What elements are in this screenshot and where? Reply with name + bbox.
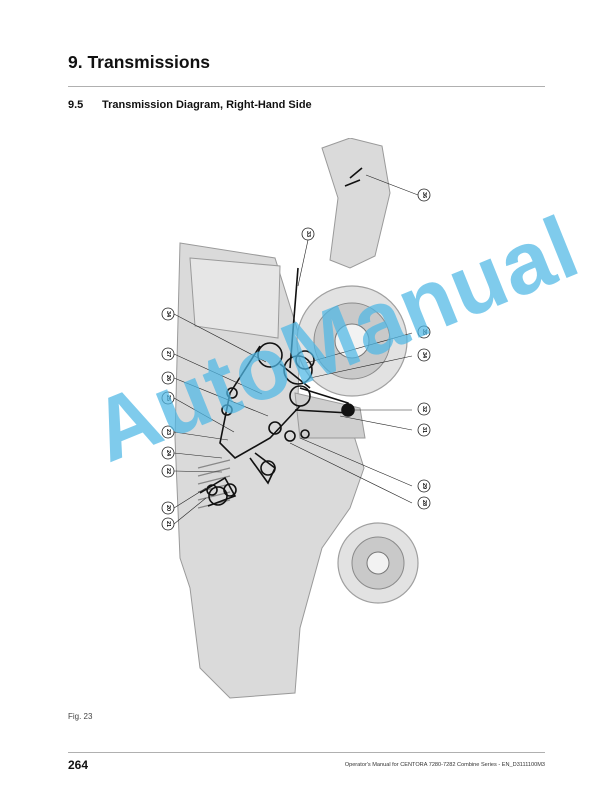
callout-label: 33	[305, 231, 311, 237]
front-wheel	[296, 285, 408, 397]
callout-label: 36	[421, 192, 427, 198]
callout-label: 34	[165, 311, 171, 318]
callout-label: 26	[165, 375, 171, 381]
chapter-title: 9. Transmissions	[68, 52, 211, 72]
callout-33: 33	[301, 227, 315, 241]
callout-27: 27	[161, 347, 175, 361]
callout-20: 20	[161, 501, 175, 515]
callout-24: 24	[161, 446, 175, 460]
callout-label: 20	[165, 505, 171, 511]
callout-layer: 36 33 34 35 34 27 26 25 23 24 22 20 21 32 31 29 28	[161, 188, 431, 531]
callout-label: 22	[165, 468, 171, 474]
page-number: 264	[68, 758, 89, 772]
callout-label: 27	[165, 351, 171, 357]
machine-body	[174, 138, 391, 699]
callout-31: 31	[417, 423, 431, 437]
callout-23: 23	[161, 425, 175, 439]
callout-32: 32	[417, 402, 431, 416]
callout-25: 25	[161, 391, 175, 405]
rear-wheel	[337, 522, 419, 604]
callout-26: 26	[161, 371, 175, 385]
callout-label: 35	[421, 329, 427, 335]
callout-label: 28	[421, 500, 427, 506]
callout-label: 34	[421, 352, 427, 359]
callout-28: 28	[417, 496, 431, 510]
transmission-diagram: 36 33 34 35 34 27 26 25 23 24 22 20 21 32 31 29 28	[161, 138, 431, 699]
callout-34: 34	[417, 348, 431, 362]
callout-34: 34	[161, 307, 175, 321]
section-number: 9.5	[68, 99, 84, 111]
footer-rule	[68, 752, 545, 753]
callout-36: 36	[417, 188, 431, 202]
callout-label: 32	[421, 406, 427, 412]
belt-drives	[199, 167, 363, 507]
callout-35: 35	[417, 325, 431, 339]
section-title: Transmission Diagram, Right-Hand Side	[102, 99, 312, 111]
figure-label: Fig. 23	[68, 712, 93, 721]
callout-leaders	[173, 174, 419, 525]
callout-29: 29	[417, 479, 431, 493]
callout-label: 24	[165, 450, 171, 457]
section-heading: 9.5 Transmission Diagram, Right-Hand Side	[68, 99, 312, 111]
callout-label: 23	[165, 429, 171, 435]
header-rule	[68, 86, 545, 87]
callout-22: 22	[161, 464, 175, 478]
callout-label: 31	[421, 427, 427, 433]
callout-label: 29	[421, 483, 427, 489]
callout-label: 25	[165, 395, 171, 401]
callout-label: 21	[165, 521, 171, 527]
callout-21: 21	[161, 517, 175, 531]
footer-text: Operator's Manual for CENTORA 7280-7282 …	[344, 762, 545, 768]
